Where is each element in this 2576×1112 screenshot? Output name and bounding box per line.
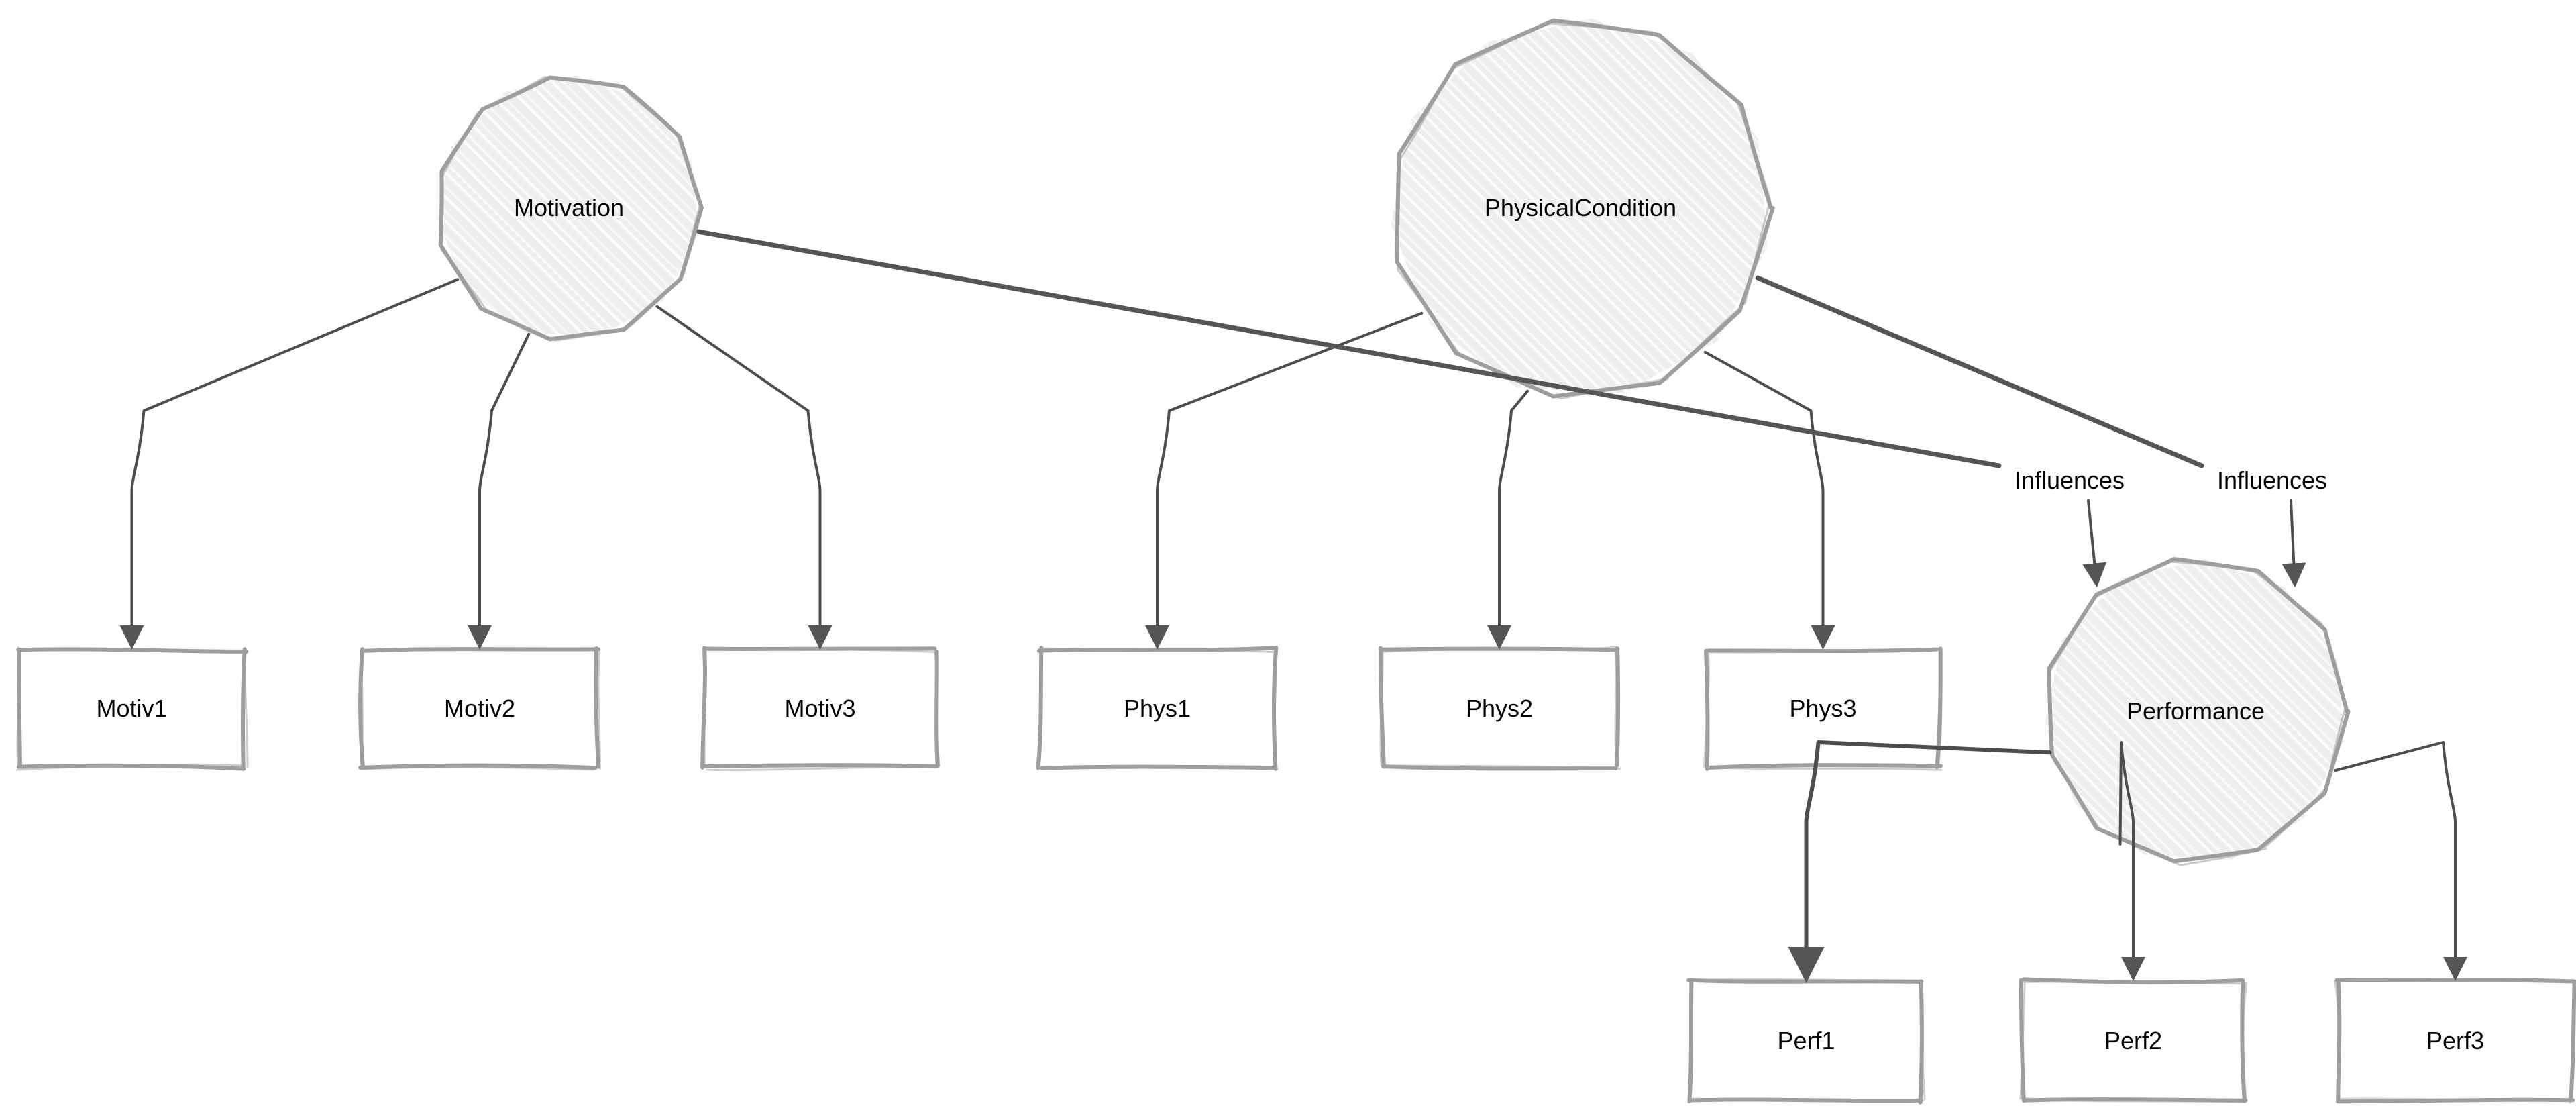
node-outline [2019,977,2248,1103]
edge-physicalcondition-to-phys3[interactable] [1703,350,1835,650]
node-fill [362,649,598,768]
edge-arrow [2082,499,2107,588]
node-outline-2 [440,76,702,342]
edge-line [468,332,531,650]
node-motivation[interactable] [437,75,704,342]
node-outline [438,75,704,342]
node-outline [358,646,601,770]
node-outline [1686,978,1924,1105]
node-outline [2334,978,2576,1104]
node-outline [1379,646,1621,771]
edge-physicalcondition-to-phys1[interactable] [1145,311,1424,650]
node-outline-2 [15,646,249,771]
edge-line [1755,275,2204,468]
edge-line [655,305,833,650]
node-outline-2 [1036,647,1279,770]
node-fill [1707,649,1939,768]
node-outline-2 [702,646,938,772]
edges-layer [119,229,2467,983]
node-fill [1381,649,1618,768]
node-fill [437,75,699,337]
node-perf3[interactable] [2334,978,2576,1104]
node-fill [1690,980,1923,1101]
edge-line [119,278,460,650]
node-fill [2044,558,2345,860]
nodes-layer [15,18,2576,1105]
node-fill [704,649,937,768]
node-perf1[interactable] [1686,978,1926,1105]
node-fill [1039,648,1275,768]
edge-line [2334,741,2467,981]
node-fill [1391,18,1768,393]
edge-performance-to-perf1[interactable] [1788,740,2052,983]
node-outline [700,646,940,770]
edge-arrow [2282,499,2306,588]
node-phys1[interactable] [1036,646,1279,771]
node-physicalcondition[interactable] [1391,18,1775,400]
node-motiv2[interactable] [358,646,601,771]
edge-line [1703,350,1835,650]
node-fill [2337,980,2574,1102]
node-outline-2 [2019,978,2248,1103]
node-outline-2 [1688,978,1926,1102]
node-performance[interactable] [2044,557,2351,866]
edge-motivation-to-motiv1[interactable] [119,278,460,650]
node-outline [16,647,249,771]
edge-line [1487,389,1529,650]
edge-line [696,229,2002,468]
node-outline-2 [2047,560,2347,866]
node-outline [1036,646,1279,771]
node-outline-2 [1703,647,1943,771]
edge-performance-to-perf3[interactable] [2334,741,2467,981]
edge-motivation-to-motiv2[interactable] [468,332,531,650]
edge-label-influences-2: Influences [2216,466,2328,494]
edge-line [1788,740,2052,983]
node-outline-2 [1396,22,1772,400]
node-fill [2022,980,2245,1101]
edge-physicalcondition-to-phys2[interactable] [1487,389,1529,650]
edge-label-influences-1: Influences [2014,466,2125,494]
node-phys2[interactable] [1379,646,1621,771]
node-motiv1[interactable] [15,646,249,771]
node-outline-2 [2334,978,2576,1104]
node-outline [1703,646,1943,771]
node-outline-2 [360,647,601,771]
node-outline-2 [1379,646,1621,770]
edge-physicalcondition-to-performance[interactable] [1755,275,2306,588]
edge-performance-to-perf2[interactable] [2118,741,2145,981]
node-phys3[interactable] [1703,646,1943,771]
node-motiv3[interactable] [700,646,940,772]
edge-motivation-to-performance[interactable] [696,229,2107,588]
edge-line [2118,741,2145,981]
node-fill [17,649,246,768]
edge-line [1145,311,1424,650]
edge-motivation-to-motiv3[interactable] [655,305,833,650]
node-perf2[interactable] [2019,977,2248,1103]
